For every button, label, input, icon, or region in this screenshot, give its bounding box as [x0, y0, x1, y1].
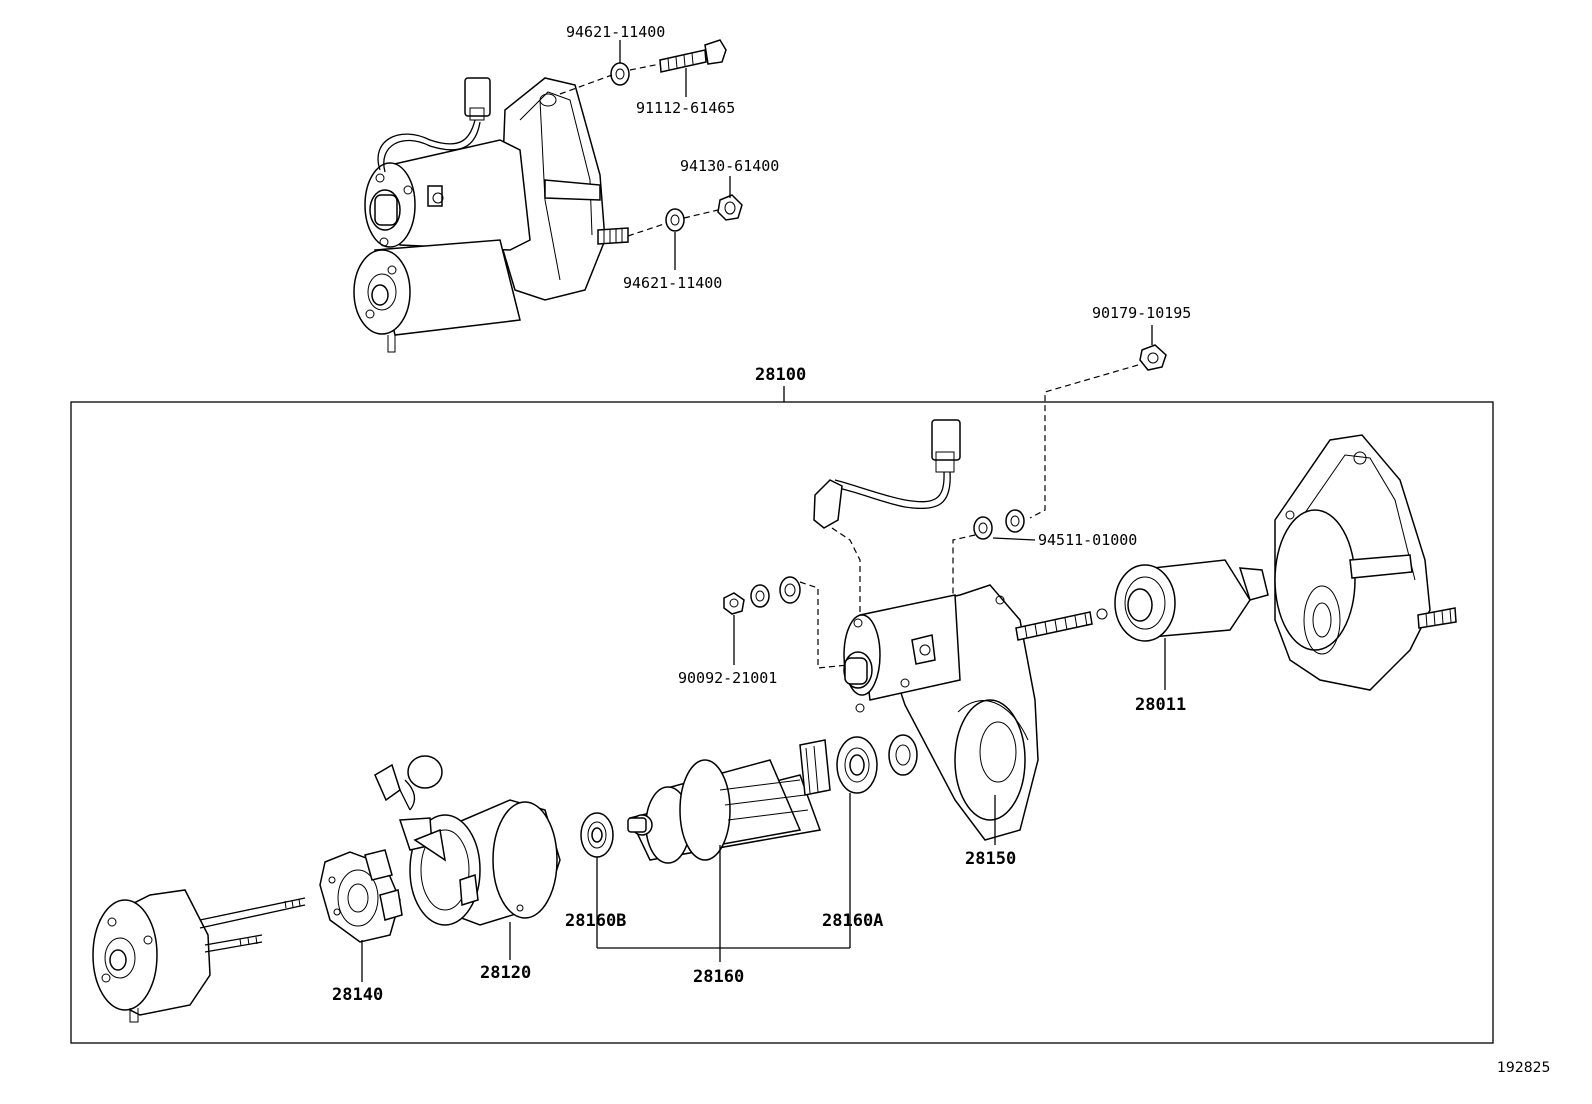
- dashed-guide-nut: [1029, 364, 1139, 519]
- bearing-28160B: [580, 812, 614, 858]
- bearing-28160A: [836, 736, 878, 794]
- washer-90092-b: [779, 576, 801, 604]
- label-28100: 28100: [755, 365, 806, 385]
- spring-drawing: [1015, 608, 1108, 641]
- label-28160B: 28160B: [565, 911, 626, 931]
- dashed-guide-90092: [799, 581, 849, 669]
- label-28120: 28120: [480, 963, 531, 983]
- label-90092-21001: 90092-21001: [678, 669, 777, 687]
- leader-94511: [992, 537, 1036, 541]
- label-94130-61400: 94130-61400: [680, 157, 779, 175]
- label-94511-01000: 94511-01000: [1038, 531, 1137, 549]
- pinion-clutch-28011-drawing: [1114, 559, 1269, 642]
- diagram-id: 192825: [1497, 1060, 1550, 1076]
- washer-armature: [888, 734, 918, 776]
- label-28160A: 28160A: [822, 911, 883, 931]
- washer-90092-a: [750, 584, 770, 608]
- assembled-starter-drawing: [353, 39, 743, 353]
- brush-holder-28140-drawing: [319, 849, 403, 943]
- drive-housing-drawing: [1274, 434, 1457, 691]
- armature-28160-drawing: [627, 739, 831, 864]
- label-91112-61465: 91112-61465: [636, 99, 735, 117]
- lead-wire-drawing: [813, 419, 961, 625]
- nut-90092: [723, 592, 745, 615]
- nut-90179: [1139, 344, 1167, 371]
- yoke-28120-drawing: [374, 755, 561, 926]
- assembly-frame-28100: [70, 401, 1494, 1044]
- label-28011: 28011: [1135, 695, 1186, 715]
- label-90179-10195: 90179-10195: [1092, 304, 1191, 322]
- label-94621-11400-bottom: 94621-11400: [623, 274, 722, 292]
- label-28140: 28140: [332, 985, 383, 1005]
- end-cover-drawing: [92, 889, 306, 1023]
- label-28150: 28150: [965, 849, 1016, 869]
- washer-94511-a: [973, 516, 993, 540]
- label-94621-11400-top: 94621-11400: [566, 23, 665, 41]
- washer-94511-b: [1005, 509, 1025, 533]
- label-28160: 28160: [693, 967, 744, 987]
- starter-housing-28150-drawing: [843, 584, 1039, 841]
